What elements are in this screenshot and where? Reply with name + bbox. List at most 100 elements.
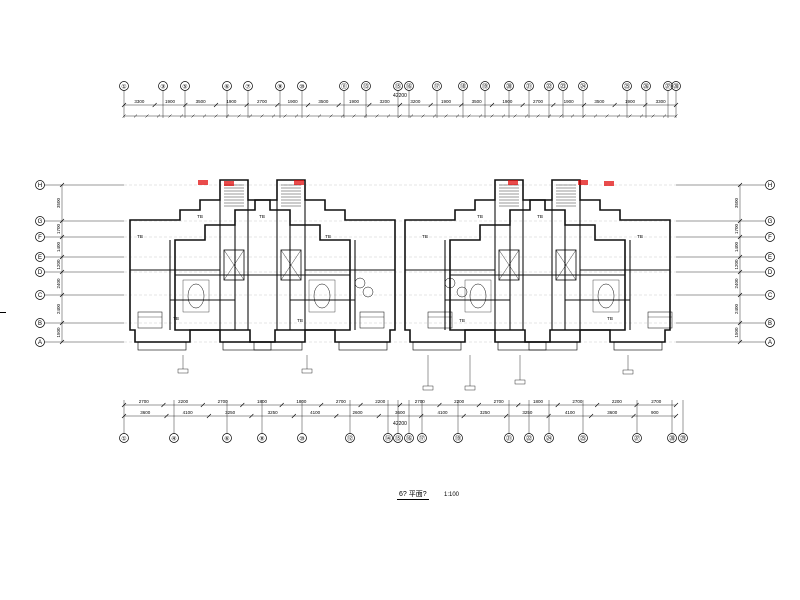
fixture-circle (354, 277, 366, 289)
dim-bottom-2-tick (200, 402, 206, 408)
building-outline (129, 179, 671, 351)
dim-right-text: 1500 (734, 327, 739, 338)
dim-top-2-tick (352, 114, 356, 118)
axis-label-bottom: ㉑ (506, 435, 512, 443)
dim-bottom-2-text: 2700 (218, 399, 229, 404)
dim-top-2-tick (363, 114, 368, 118)
dim-top-1-tick (121, 102, 127, 108)
balcony (338, 341, 388, 351)
row-label-right: F (768, 235, 772, 241)
axis-label-top: ⑯ (406, 83, 412, 91)
dim-top-1-text: 1900 (226, 99, 237, 104)
dim-top-1-tick (520, 102, 525, 108)
row-label-right: A (768, 340, 772, 346)
axis-label-top: ③ (160, 84, 165, 91)
row-label-left: C (38, 293, 43, 299)
dining-table (597, 283, 615, 309)
dim-bottom-1-tick (376, 413, 381, 419)
balcony (137, 341, 187, 351)
dim-bottom-1-tick (419, 413, 424, 419)
dim-right-text: 2400 (734, 303, 739, 314)
dim-left-tick (59, 254, 65, 260)
dim-bottom-1-text: 3600 (607, 410, 618, 415)
axis-label-top: ① (121, 84, 126, 91)
balcony (613, 341, 663, 351)
dim-top-1-text: 1900 (625, 99, 636, 104)
dim-bottom-2-tick (516, 402, 521, 408)
dim-top-1-tick (551, 102, 556, 108)
dim-top-1-text: 1900 (441, 99, 452, 104)
dim-top-2-tick (294, 114, 299, 118)
dim-left-text: 1500 (56, 327, 61, 338)
axis-label-bottom: ㉔ (546, 435, 552, 443)
dim-top-1-text: 3200 (410, 99, 421, 104)
drawing-caption: 6? 平面? 1:100 (360, 490, 480, 504)
dim-top-2-tick (317, 114, 322, 118)
dim-top-1-tick (581, 102, 587, 108)
red-accent-mark (294, 180, 304, 185)
axis-label-top: ⑤ (182, 84, 187, 91)
room-label: TB (537, 214, 543, 219)
axis-label-top: ㉔ (580, 83, 586, 91)
dim-top-2-tick (386, 114, 391, 118)
row-label-left: F (38, 235, 42, 241)
dim-top-1-text: 3500 (318, 99, 329, 104)
red-accent-mark (578, 180, 588, 185)
dim-top-2-tick (559, 114, 563, 118)
dim-bottom-1-text: 4100 (565, 410, 576, 415)
dim-top-2-tick (340, 114, 345, 118)
elevator-shaft (223, 249, 245, 281)
sheet-edge-tick (0, 312, 6, 313)
callout-tag (622, 369, 634, 375)
dim-top-1-tick (489, 102, 495, 108)
dim-top-1-tick (213, 102, 219, 108)
drawing-title: 6? 平面? (397, 491, 429, 500)
axis-label-bottom: ㉗ (634, 435, 640, 443)
dim-top-1-text: 3300 (134, 99, 145, 104)
dim-top-2-tick (248, 114, 253, 118)
balcony (497, 341, 547, 351)
dining-area (592, 279, 620, 313)
dim-top-2-tick (524, 114, 529, 118)
dim-bottom-1-tick (249, 413, 254, 419)
dim-bottom-2-text: 2700 (494, 399, 505, 404)
dim-top-1-tick (673, 102, 679, 108)
room-label: TB (259, 214, 265, 219)
dim-top-1-tick (367, 102, 372, 108)
dim-top-1-tick (428, 102, 433, 108)
dim-bottom-1-text: 900 (651, 410, 659, 415)
dim-bottom-1-tick (588, 413, 594, 419)
dim-bottom-1-text: 4100 (437, 410, 448, 415)
dim-top-2-tick (237, 114, 241, 118)
axis-label-bottom: ㉕ (580, 435, 586, 443)
dim-bottom-2-tick (358, 402, 363, 408)
fixture-circle (444, 277, 456, 289)
dining-table (187, 283, 205, 309)
row-label-right: H (768, 183, 772, 189)
axis-label-bottom: ⑮ (395, 435, 401, 443)
axis-label-top: ㉓ (560, 83, 566, 91)
dim-bottom-2-text: 2700 (572, 399, 583, 404)
dining-area (308, 279, 336, 313)
dim-bottom-1-text: 3250 (268, 410, 279, 415)
dim-top-2-tick (628, 114, 632, 118)
dim-top-1-text: 1900 (564, 99, 575, 104)
dim-top-1-tick (305, 102, 311, 108)
dim-top-1-text: 1900 (502, 99, 513, 104)
row-label-right: G (768, 219, 773, 225)
dim-left-text: 1700 (56, 223, 61, 234)
dim-top-1-tick (244, 102, 249, 108)
dim-top-2-tick (651, 114, 655, 118)
axis-label-bottom: ⑫ (347, 435, 353, 443)
row-label-left: H (38, 183, 42, 189)
axis-label-top: ⑪ (341, 83, 347, 91)
dim-right-tick (737, 218, 743, 224)
dim-top-1-tick (152, 102, 157, 108)
dim-bottom-2-tick (121, 402, 127, 408)
dim-top-1-tick (336, 102, 341, 108)
dim-top-1-tick (183, 102, 188, 108)
room-label: TB (325, 234, 331, 239)
axis-label-bottom: ㉒ (526, 435, 532, 443)
